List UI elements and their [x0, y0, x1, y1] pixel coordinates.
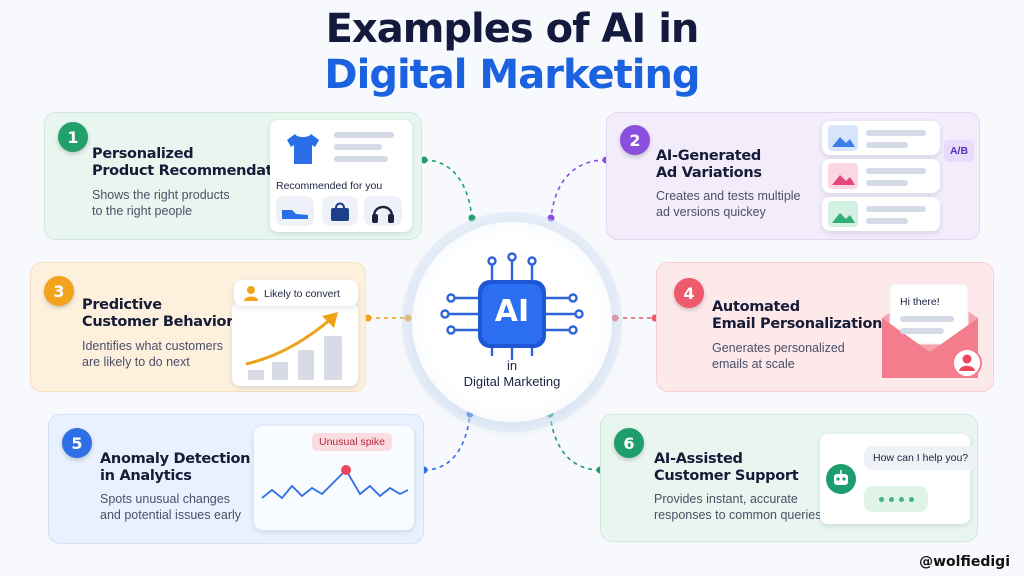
card-1-title-line1: Personalized	[92, 146, 194, 162]
card-2-title-line1: AI-Generated	[656, 148, 762, 164]
headphones-icon	[372, 205, 394, 223]
typing-dot	[888, 496, 894, 502]
card-2-desc-line2: ad versions quickey	[656, 205, 766, 219]
email-line	[900, 328, 944, 334]
spike-line-chart	[261, 465, 409, 500]
image-icon	[828, 201, 858, 227]
bar-3	[298, 350, 314, 380]
typing-dot	[898, 496, 904, 502]
card-1-number: 1	[58, 122, 88, 152]
card-4-number: 4	[674, 278, 704, 308]
ai-chip-label: AI	[494, 294, 530, 329]
ad-line	[866, 180, 908, 186]
card-1-desc-line2: to the right people	[92, 204, 193, 218]
card-1-title-line2: Product Recommendations	[92, 163, 306, 179]
card-6-number: 6	[614, 428, 644, 458]
bar-4	[324, 336, 342, 380]
card-4-desc-line2: emails at scale	[712, 357, 795, 371]
product-line-2	[334, 144, 382, 150]
ab-badge: A/B	[944, 140, 974, 162]
card-5-number: 5	[62, 428, 92, 458]
title-line-1: Examples of AI in	[325, 6, 700, 52]
card-3-desc-line1: Identifies what customers	[82, 339, 224, 353]
bag-icon	[331, 202, 349, 221]
tshirt-icon	[287, 134, 319, 164]
center-label: Digital Marketing	[463, 374, 561, 389]
product-line-1	[334, 132, 394, 138]
avatar	[952, 348, 982, 378]
center-label-in: in	[506, 358, 518, 373]
ad-line	[866, 168, 926, 174]
user-icon	[244, 286, 258, 301]
card-3-title-line1: Predictive	[82, 297, 162, 313]
recommended-label: Recommended for you	[276, 180, 383, 192]
unusual-spike-tag: Unusual spike	[312, 433, 392, 451]
email-line	[900, 316, 954, 322]
credit-handle: @wolfiedigi	[919, 554, 1010, 570]
card-6-title-line2: Customer Support	[654, 468, 799, 484]
card-5-title-line1: Anomaly Detection	[100, 451, 251, 467]
likely-convert-chip	[234, 280, 358, 306]
card-4-desc-line1: Generates personalized	[712, 341, 845, 355]
typing-dot	[878, 496, 884, 502]
product-line-3	[334, 156, 388, 162]
card-6-title-line1: AI-Assisted	[654, 451, 743, 467]
robot-icon	[826, 464, 856, 494]
card-5-title-line2: in Analytics	[100, 468, 192, 484]
card-3-number: 3	[44, 276, 74, 306]
card-2-number: 2	[620, 125, 650, 155]
trend-arrow-icon	[245, 312, 338, 366]
chat-bubble-question: How can I help you?	[864, 446, 978, 470]
card-4-title-line1: Automated	[712, 299, 800, 315]
ad-line	[866, 142, 908, 148]
title-line-2: Digital Marketing	[324, 52, 700, 98]
ad-line	[866, 218, 908, 224]
typing-dot	[908, 496, 914, 502]
ad-line	[866, 130, 926, 136]
card-3-desc-line2: are likely to do next	[82, 355, 190, 369]
bar-2	[272, 362, 288, 380]
bar-1	[248, 370, 264, 380]
card-2-title-line2: Ad Variations	[656, 165, 762, 181]
ad-line	[866, 206, 926, 212]
shoe-icon	[282, 210, 308, 219]
circuit-icon	[440, 252, 584, 360]
email-greeting: Hi there!	[900, 296, 940, 308]
card-5-desc-line2: and potential issues early	[100, 508, 242, 522]
card-6-desc-line2: responses to common queries	[654, 508, 822, 522]
image-icon	[828, 163, 858, 189]
likely-convert-label: Likely to convert	[264, 288, 340, 300]
card-6-desc-line1: Provides instant, accurate	[654, 492, 798, 506]
card-5-desc-line1: Spots unusual changes	[100, 492, 230, 506]
product-tile-3	[364, 196, 402, 226]
card-3-title-line2: Customer Behavior	[82, 314, 234, 330]
card-2-desc-line1: Creates and tests multiple	[656, 189, 801, 203]
card-1-desc-line1: Shows the right products	[92, 188, 230, 202]
image-icon	[828, 125, 858, 151]
card-4-title-line2: Email Personalization	[712, 316, 883, 332]
typing-indicator	[864, 486, 928, 512]
